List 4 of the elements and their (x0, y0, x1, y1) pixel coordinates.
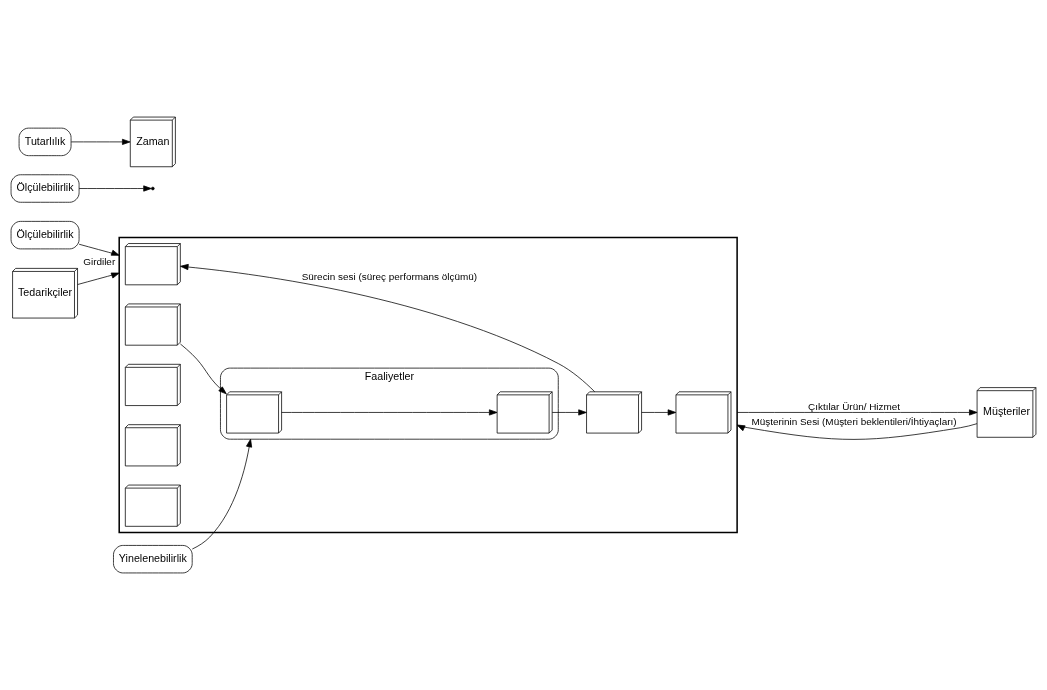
edge-label: Müşterinin Sesi (Müşteri beklentileri/İhtiyaçları) (751, 415, 957, 427)
edge-label: Sürecin sesi (süreç performans ölçümü) (301, 270, 478, 282)
edge-label: Girdiler (83, 256, 116, 268)
edge-label: Çıktılar Ürün/ Hizmet (808, 400, 901, 412)
